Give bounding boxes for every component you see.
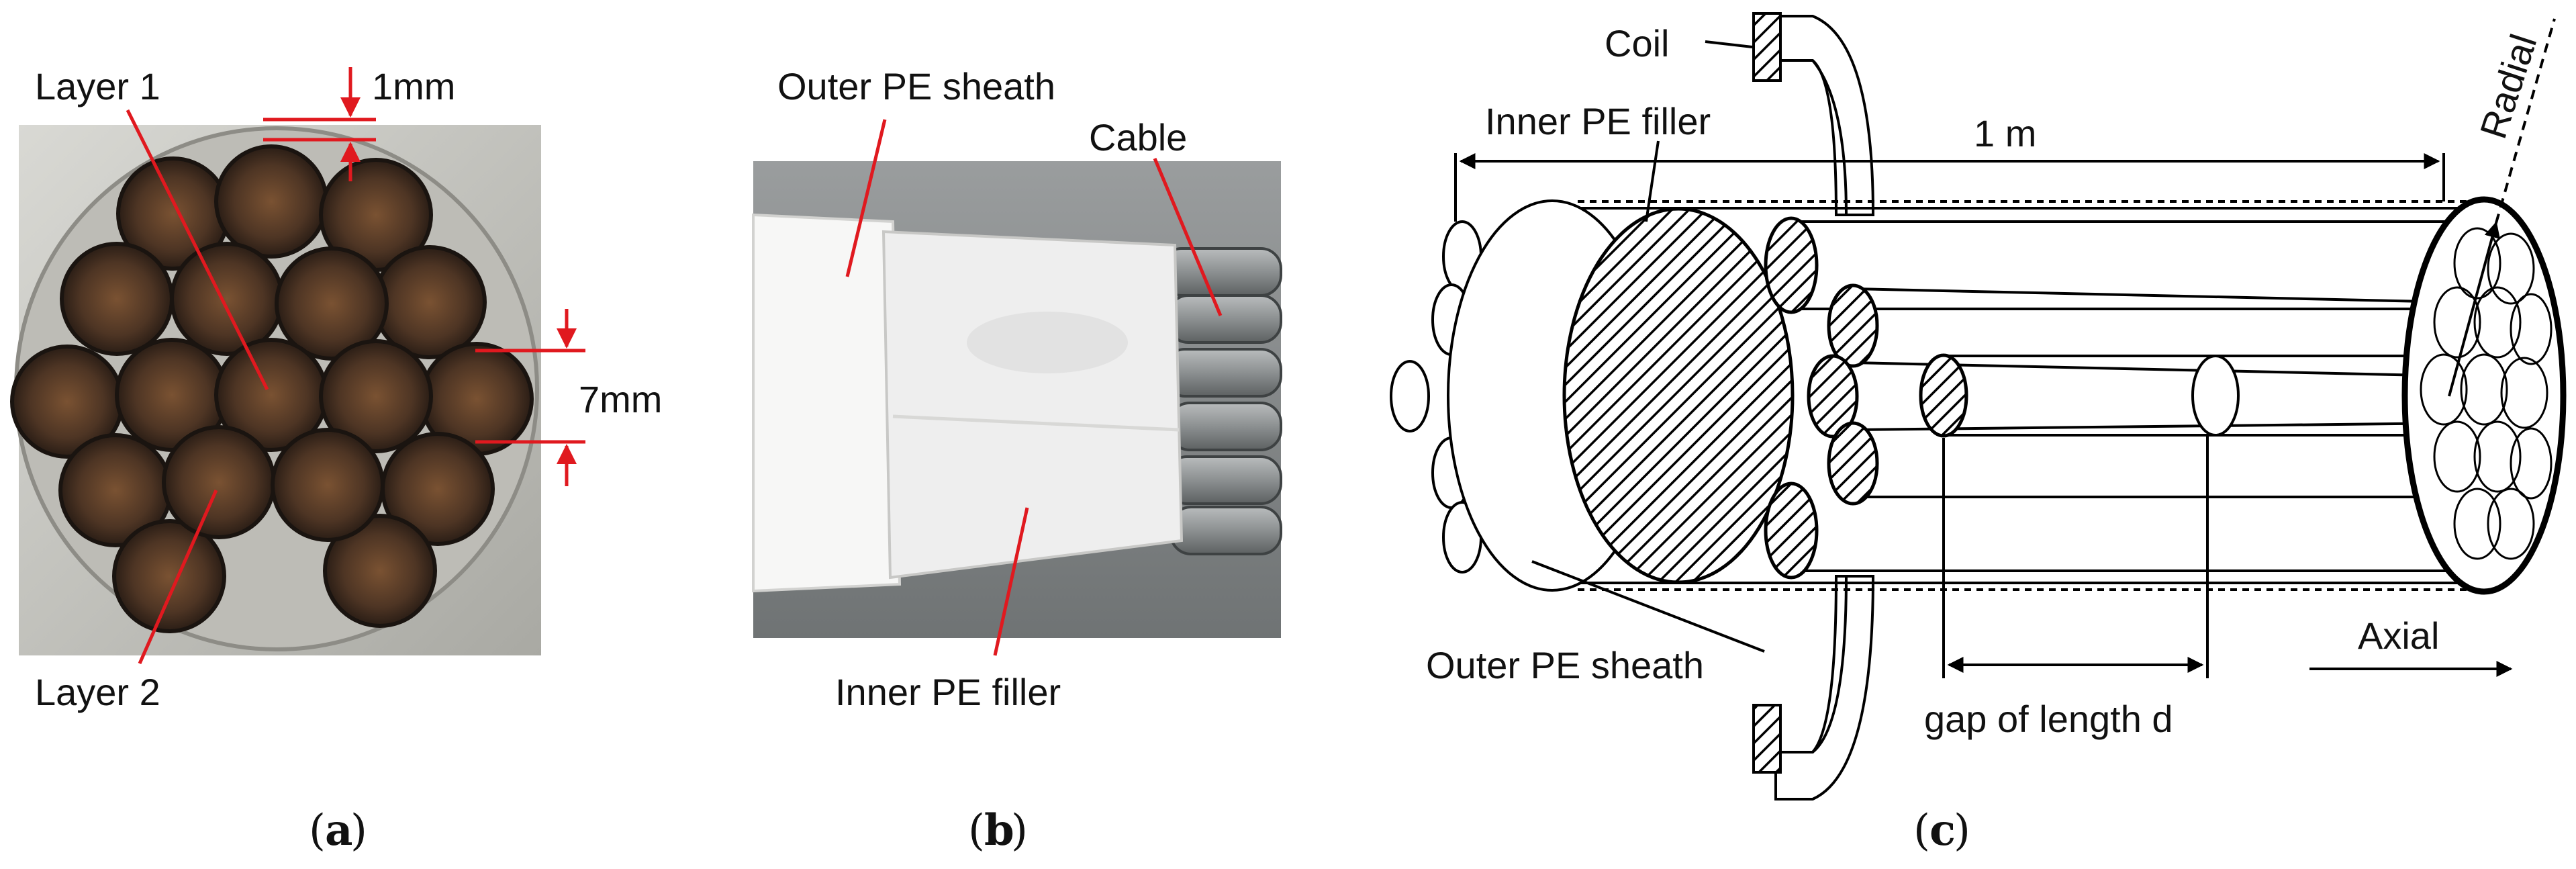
strand: [170, 242, 284, 356]
coil-upper-hatch: [1752, 12, 1782, 82]
leader-coil: [1705, 40, 1753, 48]
coil-lower-inner: [1811, 576, 1848, 753]
strand: [1165, 455, 1282, 505]
caption-c-close: ): [1954, 806, 1970, 856]
label-7mm: 7mm: [579, 378, 662, 420]
leader-layer-2: [138, 489, 218, 665]
label-radial: Radial: [2471, 29, 2544, 143]
outer-sheath-body: [1578, 200, 2471, 591]
gap-end-right: [2191, 355, 2240, 437]
label-layer-1: Layer 1: [35, 65, 160, 107]
inner-pe-filler: [881, 230, 1184, 580]
strand: [275, 246, 389, 361]
label-cable: Cable: [1089, 116, 1187, 158]
caption-a-close: ): [350, 806, 367, 856]
far-end-strands: [2420, 227, 2553, 560]
cable-strands: [1160, 247, 1282, 555]
strand: [1163, 348, 1282, 398]
inner-filler-fold: [892, 414, 1180, 432]
caption-a-open: (: [309, 806, 326, 856]
panel-c: [1390, 12, 2567, 801]
caption-c-open: (: [1913, 806, 1930, 856]
panel-b: Outer PE sheath Cable Inner PE filler ( …: [752, 65, 1282, 856]
strand-cylinders: [1791, 220, 2458, 572]
coil-upper-inner: [1811, 59, 1848, 216]
leader-inner-filler: [993, 507, 1029, 656]
caption-a: a: [325, 805, 352, 856]
hatched-strand-ends: [1764, 216, 1968, 580]
label-inner-filler: Inner PE filler: [835, 671, 1061, 713]
leader-cable: [1153, 158, 1223, 316]
label-axial: Axial: [2358, 614, 2439, 657]
label-inner-filler-c: Inner PE filler: [1485, 100, 1711, 142]
strand: [373, 245, 487, 359]
gap-end-left: [1919, 353, 1968, 438]
coil-lower: [1774, 575, 1875, 801]
far-end-outer: [2401, 196, 2567, 595]
coil-lower-hatch: [1752, 704, 1782, 774]
strand: [1170, 506, 1282, 555]
label-1m: 1 m: [1974, 112, 2036, 154]
caption-c: c: [1929, 805, 1956, 856]
radial-dashed: [2495, 18, 2556, 224]
inner-filler-hatched: [1562, 207, 1795, 584]
strand: [214, 144, 328, 259]
strand: [162, 425, 276, 539]
leader-layer-1: [126, 109, 269, 391]
strand: [319, 339, 433, 453]
strand: [1167, 294, 1282, 344]
label-outer-sheath: Outer PE sheath: [777, 65, 1055, 107]
leader-outer-sheath: [845, 119, 887, 277]
label-gap: gap of length d: [1924, 698, 2173, 740]
label-1mm: 1mm: [372, 65, 455, 107]
label-layer-2: Layer 2: [35, 671, 160, 713]
strand: [271, 428, 385, 542]
outer-pe-sheath: [752, 213, 902, 593]
label-outer-sheath-c: Outer PE sheath: [1426, 644, 1704, 686]
dimension-1mm: [263, 67, 376, 181]
filler-wrinkle: [967, 312, 1128, 373]
strand: [60, 242, 174, 356]
caption-b-open: (: [968, 806, 985, 856]
coil-upper: [1774, 15, 1875, 216]
strand: [1168, 402, 1282, 451]
leader-outer-sheath: [1531, 560, 1765, 653]
strand: [323, 514, 437, 628]
strand: [1160, 247, 1282, 297]
strand: [112, 519, 226, 633]
caption-b-close: ): [1011, 806, 1028, 856]
steel-strands: [10, 144, 534, 633]
panel-a: 1mm 7mm Layer 1 Layer 2 ( a ): [10, 65, 662, 856]
caption-b: b: [984, 805, 1014, 856]
label-coil: Coil: [1605, 22, 1669, 64]
panel-c-labels: Coil Inner PE filler 1 m Radial Outer PE…: [1426, 22, 2544, 856]
radial-arrow: [2448, 221, 2500, 397]
leader-inner-filler: [1645, 140, 1660, 222]
dimension-7mm: [475, 309, 585, 486]
